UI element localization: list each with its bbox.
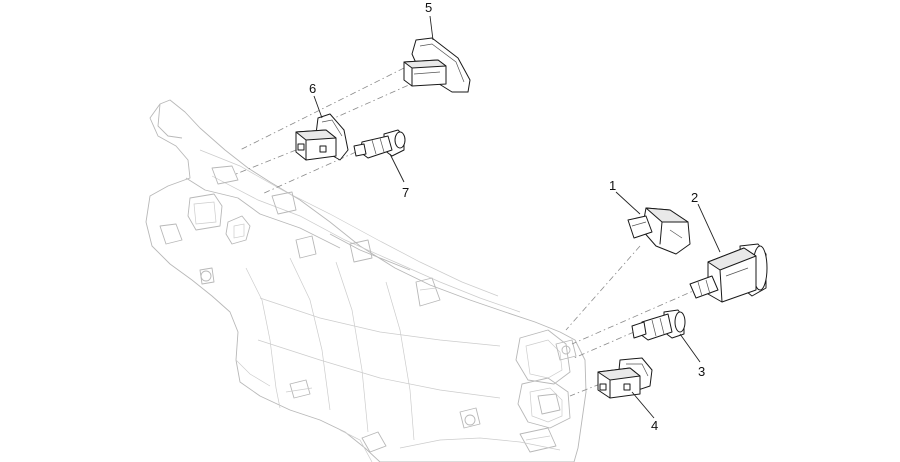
assembly-axis-lines	[235, 67, 701, 397]
callout-labels: 5 6 7 1 2 3 4	[309, 0, 705, 433]
callout-5: 5	[425, 0, 432, 15]
part-2-rocker-switch	[689, 243, 768, 303]
part-5-switch-with-plate	[403, 37, 471, 93]
part-3-connector	[631, 309, 686, 341]
callout-leader-lines	[313, 15, 721, 419]
part-6-switch	[295, 113, 349, 161]
part-4-switch	[597, 357, 653, 399]
part-7-connector	[353, 129, 406, 159]
callout-4: 4	[651, 418, 658, 433]
handlebar-cover-housing	[145, 99, 587, 462]
callout-6: 6	[309, 81, 316, 96]
part-1-switch	[627, 207, 691, 255]
callout-7: 7	[402, 185, 409, 200]
callout-1: 1	[609, 178, 616, 193]
callout-3: 3	[698, 364, 705, 379]
callout-2: 2	[691, 190, 698, 205]
